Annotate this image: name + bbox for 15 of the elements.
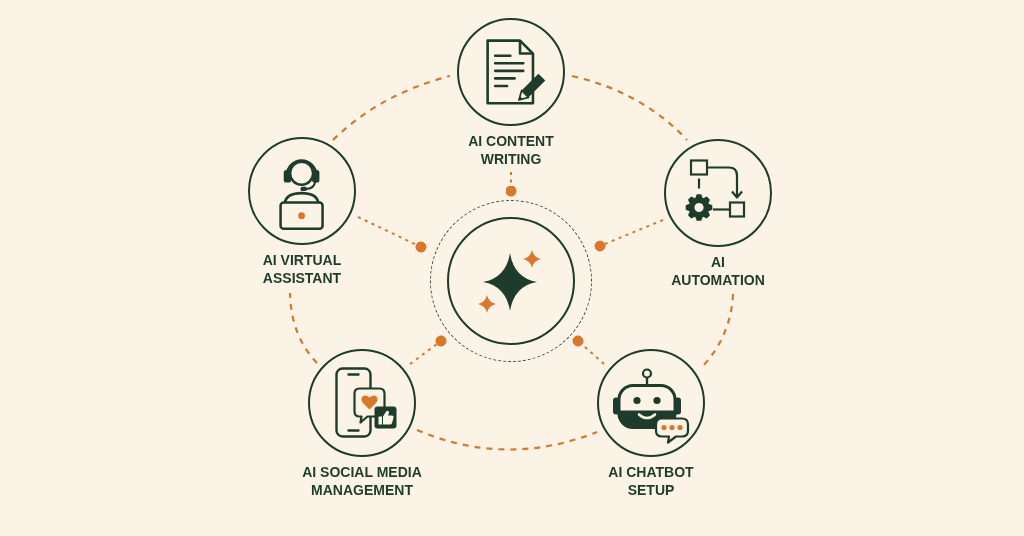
node-label: AI SOCIAL MEDIA MANAGEMENT bbox=[301, 463, 423, 499]
node-label: AI VIRTUAL ASSISTANT bbox=[261, 251, 343, 287]
node-label: AI CHATBOT SETUP bbox=[607, 463, 695, 499]
dashed-connector bbox=[701, 293, 735, 368]
dashed-connector bbox=[288, 292, 318, 364]
dashed-connector bbox=[571, 74, 688, 141]
dotted-connector bbox=[505, 171, 517, 197]
dotted-connector bbox=[357, 216, 427, 253]
dashed-connector bbox=[416, 428, 598, 451]
dotted-connector bbox=[594, 219, 664, 252]
dotted-connector bbox=[409, 335, 447, 365]
dashed-connector bbox=[332, 74, 451, 141]
node-label: AI AUTOMATION bbox=[670, 253, 766, 289]
dotted-connector bbox=[572, 335, 605, 365]
node-label: AI CONTENT WRITING bbox=[467, 132, 555, 168]
